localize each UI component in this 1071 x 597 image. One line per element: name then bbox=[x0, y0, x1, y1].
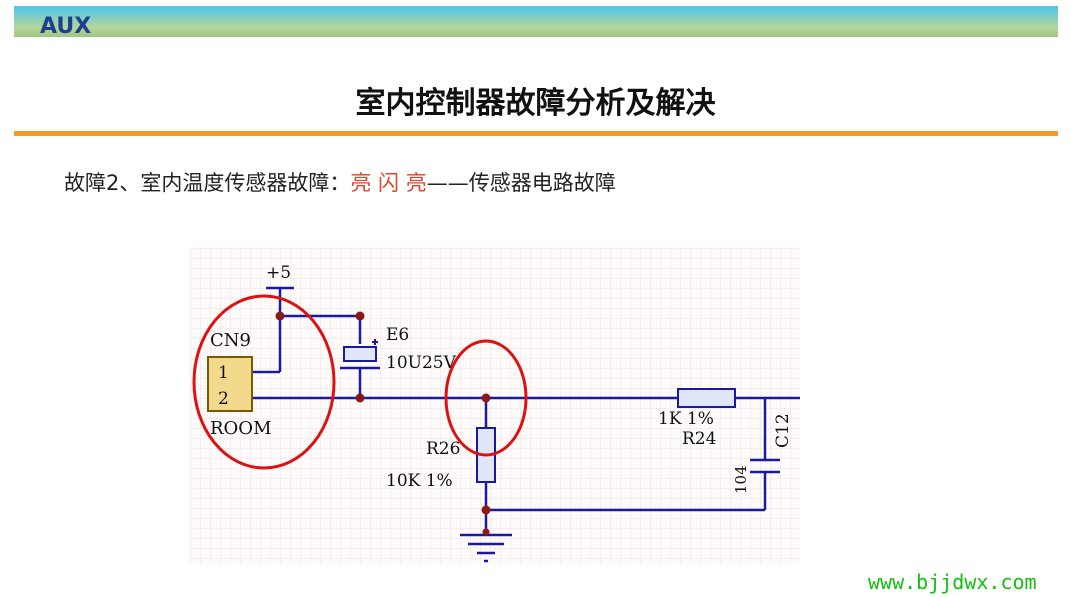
c12-value: 104 bbox=[732, 465, 750, 494]
slide-title: 室内控制器故障分析及解决 bbox=[355, 86, 716, 121]
r24-ref: R24 bbox=[682, 429, 716, 449]
e6-ref: E6 bbox=[386, 325, 409, 345]
r26-ref: R26 bbox=[426, 439, 460, 459]
supply-label: +5 bbox=[266, 263, 291, 283]
c12-ref: C12 bbox=[773, 413, 793, 448]
junction-dots bbox=[275, 311, 491, 536]
fault-label: 故障2、室内温度传感器故障： bbox=[64, 171, 351, 195]
connector-highlight-circle bbox=[192, 294, 336, 470]
junction-highlight-circle bbox=[444, 339, 528, 457]
connector-pin-2: 2 bbox=[218, 389, 229, 409]
supply-symbol bbox=[266, 286, 294, 316]
site-watermark: www.bjjdwx.com bbox=[868, 570, 1037, 594]
capacitor-e6 bbox=[340, 339, 380, 370]
led-blink-pattern: 亮 闪 亮 bbox=[350, 171, 427, 195]
r24-value: 1K 1% bbox=[658, 409, 714, 429]
resistor-r24 bbox=[677, 388, 736, 408]
aux-logo: AUX bbox=[40, 14, 92, 39]
r26-value: 10K 1% bbox=[386, 471, 453, 491]
connector-pin-1: 1 bbox=[218, 363, 229, 383]
title-divider bbox=[14, 131, 1058, 136]
sensor-circuit-schematic: +5 bbox=[190, 248, 800, 564]
circuit-wires bbox=[252, 314, 800, 532]
capacitor-c12 bbox=[750, 458, 780, 474]
connector-name: ROOM bbox=[210, 418, 272, 439]
header-gradient-bar bbox=[14, 6, 1058, 37]
e6-value: 10U25V bbox=[386, 353, 457, 373]
fault-description: 故障2、室内温度传感器故障：亮 闪 亮——传感器电路故障 bbox=[64, 167, 616, 197]
connector-cn9 bbox=[207, 356, 253, 412]
fault-cause: ——传感器电路故障 bbox=[426, 171, 616, 195]
connector-ref: CN9 bbox=[210, 330, 251, 351]
